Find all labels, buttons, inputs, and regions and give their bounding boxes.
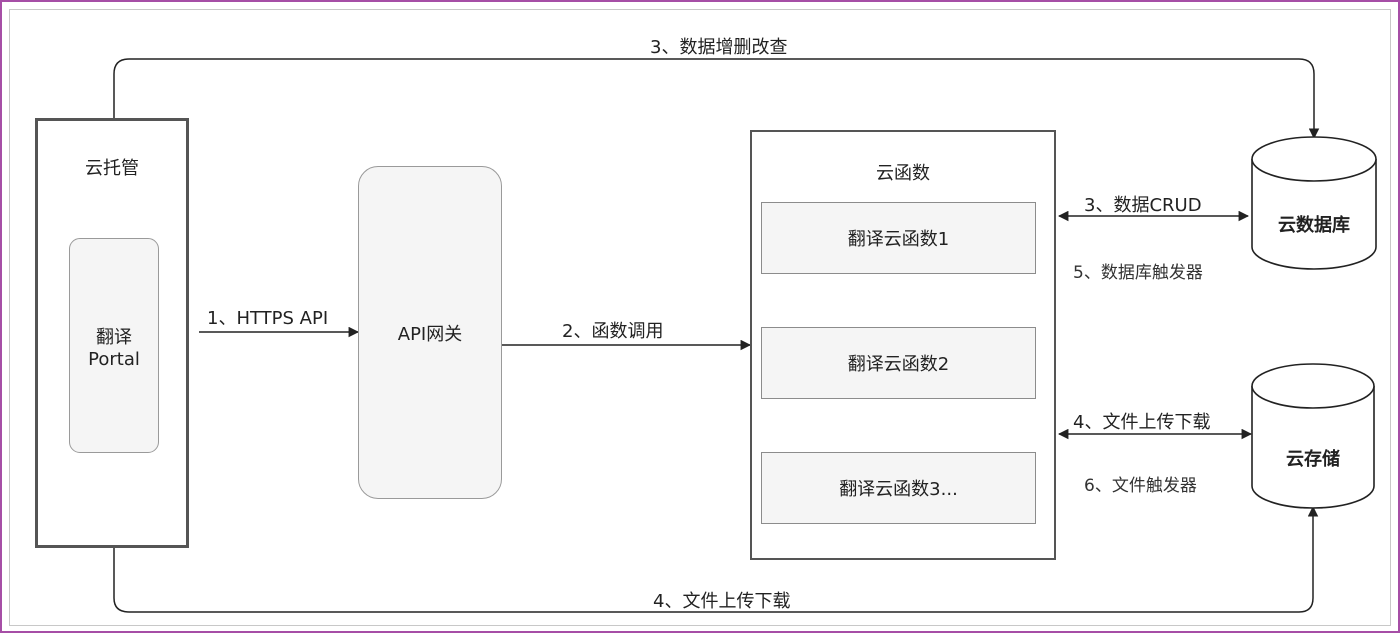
translate-function-1-label: 翻译云函数1: [847, 229, 950, 250]
edge-label-file-transfer-bottom: 4、文件上传下载: [653, 591, 791, 612]
edge-label-https-api: 1、HTTPS API: [207, 308, 329, 329]
cloud-storage-shape: [1251, 363, 1375, 509]
edge-file-transfer-bottom: [113, 505, 1319, 613]
translate-portal-line2: Portal: [88, 349, 140, 370]
cloud-functions-title: 云函数: [876, 163, 930, 184]
translate-function-2: 翻译云函数2: [761, 327, 1036, 399]
api-gateway-label: API网关: [397, 323, 463, 345]
translate-function-3-label: 翻译云函数3...: [839, 479, 958, 500]
translate-portal-line1: 翻译: [96, 327, 132, 348]
translate-function-3: 翻译云函数3...: [761, 452, 1036, 524]
cloud-hosting-title: 云托管: [85, 158, 139, 179]
diagram-frame: [9, 9, 1391, 626]
cloud-database-shape: [1251, 136, 1377, 270]
edge-label-function-call: 2、函数调用: [562, 321, 664, 342]
edge-label-data-crud-top: 3、数据增删改查: [650, 37, 788, 58]
translate-function-2-label: 翻译云函数2: [847, 354, 950, 375]
translate-function-1: 翻译云函数1: [761, 202, 1036, 274]
edge-label-file-trigger: 6、文件触发器: [1084, 476, 1197, 496]
edge-label-file-transfer-right: 4、文件上传下载: [1073, 412, 1211, 433]
edge-label-data-crud: 3、数据CRUD: [1084, 195, 1202, 216]
edge-data-crud-top: [113, 58, 1320, 140]
cloud-database-label: 云数据库: [1278, 215, 1350, 236]
api-gateway-node: API网关: [358, 166, 502, 499]
cloud-storage-label: 云存储: [1286, 449, 1340, 470]
edge-label-database-trigger: 5、数据库触发器: [1073, 263, 1203, 283]
translate-portal-node: 翻译 Portal: [69, 238, 159, 453]
